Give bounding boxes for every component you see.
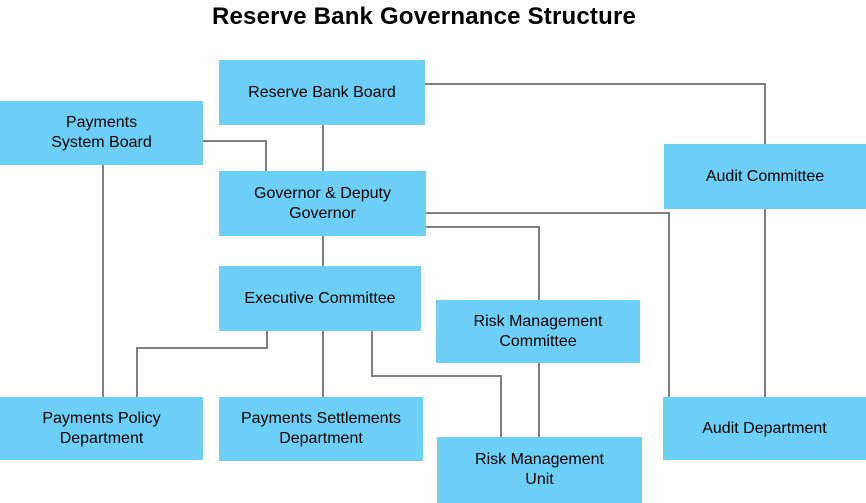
connector-rmc-to-rmu xyxy=(538,363,540,437)
node-risk-management-committee-label: Risk Management Committee xyxy=(473,312,603,350)
node-payments-settlements-department: Payments Settlements Department xyxy=(219,397,423,461)
connector-exec-to-psd xyxy=(322,331,324,397)
node-audit-committee-label: Audit Committee xyxy=(705,167,825,185)
connector-psb-to-governor-v xyxy=(265,140,267,171)
connector-board-to-governor xyxy=(322,125,324,171)
connector-psb-to-payments-policy xyxy=(102,165,104,397)
node-risk-management-committee: Risk Management Committee xyxy=(436,300,640,363)
connector-governor-to-audit-dept-v xyxy=(668,212,670,397)
connector-exec-to-ppd-v1 xyxy=(266,331,268,349)
node-governor-deputy-governor-label: Governor & Deputy Governor xyxy=(254,184,391,222)
connector-governor-to-rmc-v xyxy=(538,226,540,300)
connector-exec-to-rmu-h xyxy=(371,375,502,377)
node-audit-department-label: Audit Department xyxy=(702,419,827,437)
node-payments-settlements-department-label: Payments Settlements Department xyxy=(240,410,402,447)
node-payments-policy-department: Payments Policy Department xyxy=(0,397,203,460)
node-audit-committee: Audit Committee xyxy=(664,144,866,209)
node-executive-committee: Executive Committee xyxy=(219,266,421,331)
connector-governor-to-rmc-h xyxy=(426,226,540,228)
node-governor-deputy-governor: Governor & Deputy Governor xyxy=(219,171,426,236)
connector-audit-committee-to-audit-dept xyxy=(764,209,766,397)
chart-title: Reserve Bank Governance Structure xyxy=(211,3,637,30)
node-executive-committee-label: Executive Committee xyxy=(244,289,396,307)
node-payments-system-board-label: Payments System Board xyxy=(51,114,152,151)
connector-exec-to-ppd-h xyxy=(136,347,268,349)
node-payments-policy-department-label: Payments Policy Department xyxy=(42,409,161,447)
connector-exec-to-ppd-v2 xyxy=(136,347,138,397)
connector-board-to-audit-committee-v xyxy=(764,83,766,144)
connector-governor-to-exec xyxy=(322,236,324,266)
node-reserve-bank-board: Reserve Bank Board xyxy=(219,60,425,125)
connector-board-to-audit-committee-h xyxy=(425,83,766,85)
connector-psb-to-governor-h xyxy=(203,140,267,142)
node-reserve-bank-board-label: Reserve Bank Board xyxy=(248,83,396,101)
connector-exec-to-rmu-v1 xyxy=(371,331,373,377)
connector-exec-to-rmu-v2 xyxy=(500,375,502,437)
node-payments-system-board: Payments System Board xyxy=(0,101,203,165)
node-risk-management-unit-label: Risk Management Unit xyxy=(475,451,604,488)
node-risk-management-unit: Risk Management Unit xyxy=(437,437,642,503)
connector-governor-to-audit-dept-h xyxy=(426,212,670,214)
node-audit-department: Audit Department xyxy=(663,397,866,460)
